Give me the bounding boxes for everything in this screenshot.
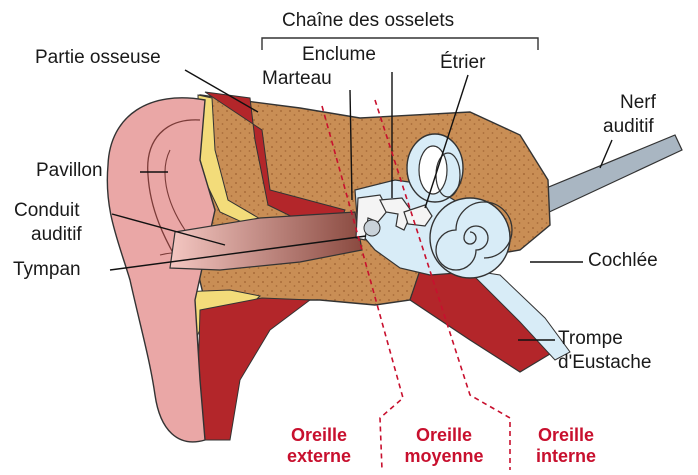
label-conduit-auditif-1: Conduit [14, 200, 80, 221]
zone-moyenne: Oreille moyenne [388, 425, 500, 467]
zone-externe-line1: Oreille [264, 425, 374, 446]
tympanum [364, 220, 380, 236]
cochlea-outer [430, 198, 510, 278]
label-pavillon: Pavillon [36, 160, 103, 181]
pinna [107, 98, 215, 442]
label-etrier: Étrier [440, 52, 485, 73]
label-marteau: Marteau [262, 68, 332, 89]
lower-muscle-layer [198, 298, 310, 440]
zone-externe-line2: externe [264, 446, 374, 467]
label-conduit-auditif-2: auditif [31, 224, 82, 245]
label-trompe-2: d'Eustache [558, 352, 651, 373]
zone-interne-line1: Oreille [516, 425, 616, 446]
label-nerf-auditif-1: Nerf [620, 92, 656, 113]
label-chain-title: Chaîne des osselets [282, 10, 454, 31]
label-nerf-auditif-2: auditif [603, 116, 654, 137]
zone-moyenne-line2: moyenne [388, 446, 500, 467]
label-tympan: Tympan [13, 259, 81, 280]
zone-externe: Oreille externe [264, 425, 374, 467]
zone-interne: Oreille interne [516, 425, 616, 467]
label-partie-osseuse: Partie osseuse [35, 47, 161, 68]
label-trompe-1: Trompe [558, 328, 623, 349]
label-cochlee: Cochlée [588, 250, 658, 271]
zone-moyenne-line1: Oreille [388, 425, 500, 446]
label-enclume: Enclume [302, 44, 376, 65]
zone-interne-line2: interne [516, 446, 616, 467]
